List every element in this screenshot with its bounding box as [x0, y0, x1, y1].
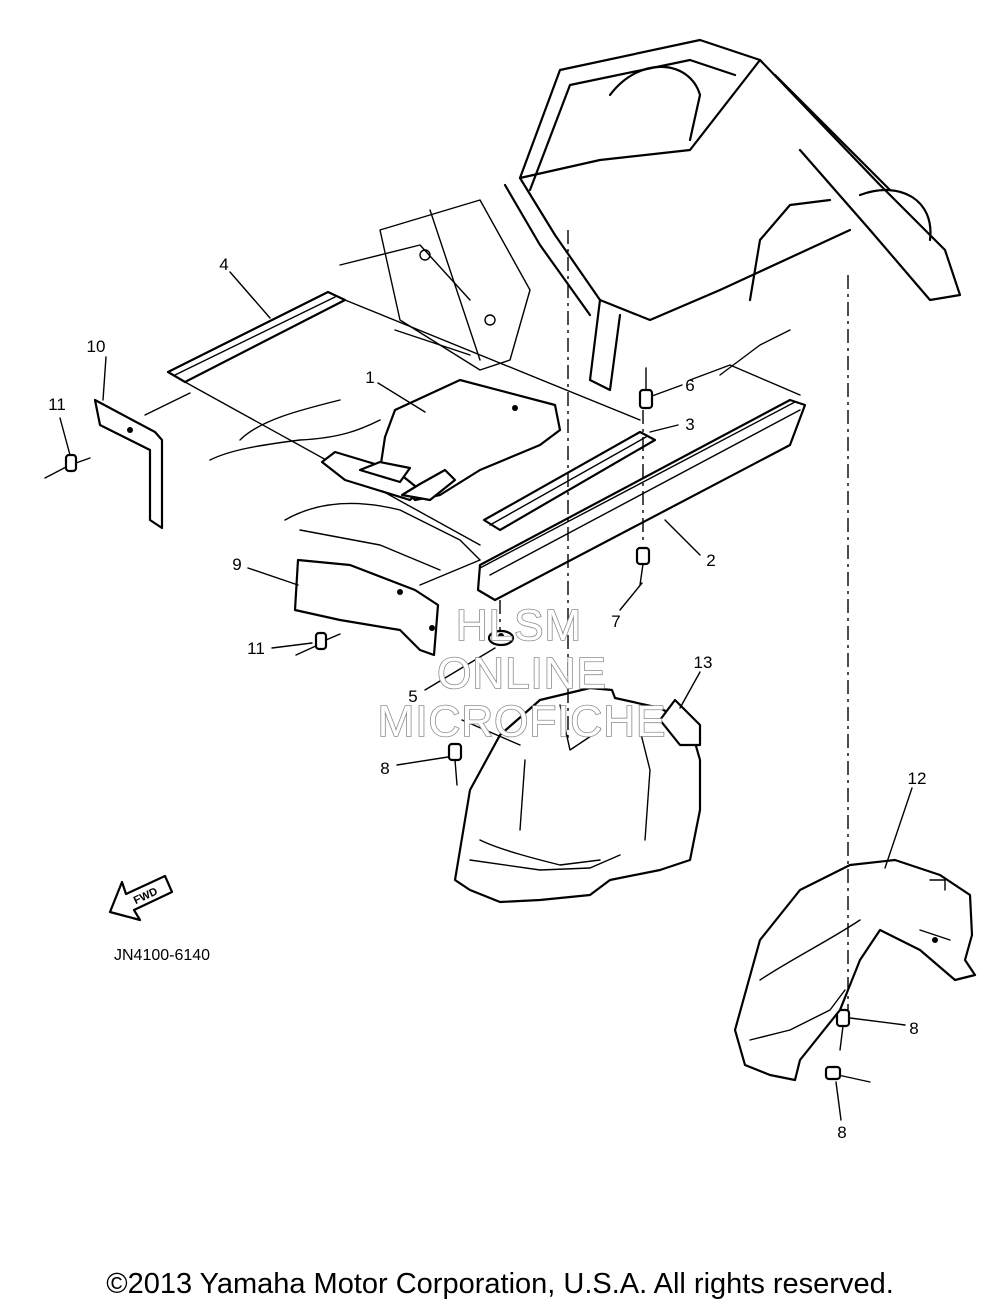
- leader-lines: [59, 271, 913, 1121]
- callout-8-left: 8: [380, 759, 389, 778]
- part-9-front-plate: [293, 558, 481, 657]
- callout-7: 7: [611, 612, 620, 631]
- callout-12: 12: [908, 769, 927, 788]
- fwd-arrow-icon: FWD: [108, 874, 174, 922]
- fastener-8-right-upper: [835, 1008, 851, 1051]
- callout-11-top: 11: [48, 395, 66, 414]
- fastener-5: [487, 629, 515, 647]
- part-4-side-strip: [166, 290, 347, 384]
- callout-9: 9: [232, 555, 241, 574]
- fastener-8-left: [447, 742, 463, 786]
- part-13-fender: [453, 686, 702, 904]
- callout-2: 2: [706, 551, 715, 570]
- assembly-center-lines: [499, 230, 849, 1010]
- fastener-7: [635, 546, 651, 586]
- callout-10: 10: [87, 337, 106, 356]
- callout-8-right: 8: [909, 1019, 918, 1038]
- watermark-line-1: HLSM: [456, 601, 582, 650]
- fastener-11-bottom: [295, 631, 341, 656]
- diagram-part-code: JN4100-6140: [114, 947, 210, 964]
- callout-8-bottom: 8: [837, 1123, 846, 1142]
- callout-11-bottom: 11: [247, 639, 265, 658]
- fastener-6: [638, 367, 654, 410]
- part-2-side-beam: [476, 398, 807, 602]
- fasteners: [44, 367, 871, 1083]
- callout-5: 5: [408, 687, 417, 706]
- copyright-footer: ©2013 Yamaha Motor Corporation, U.S.A. A…: [106, 1268, 894, 1300]
- part-10-end-plate: [93, 392, 191, 530]
- callout-3: 3: [685, 415, 694, 434]
- part-1-plate: [320, 378, 562, 502]
- watermark-line-2: ONLINE: [437, 649, 607, 698]
- fastener-11-top: [44, 453, 91, 479]
- frame-assembly: [209, 38, 962, 571]
- watermark: HLSM ONLINE MICROFICHE: [377, 600, 667, 747]
- callout-6: 6: [685, 376, 694, 395]
- watermark-line-3: MICROFICHE: [378, 697, 667, 746]
- callout-1: 1: [365, 368, 374, 387]
- callout-4: 4: [219, 255, 228, 274]
- fastener-8-right-lower: [824, 1065, 871, 1083]
- callout-numbers: 1 2 3 4 5 6 7 8 8 8 9 10 11 11 12 13: [48, 255, 926, 1142]
- callout-13: 13: [694, 653, 713, 672]
- part-12-fender: [733, 858, 977, 1082]
